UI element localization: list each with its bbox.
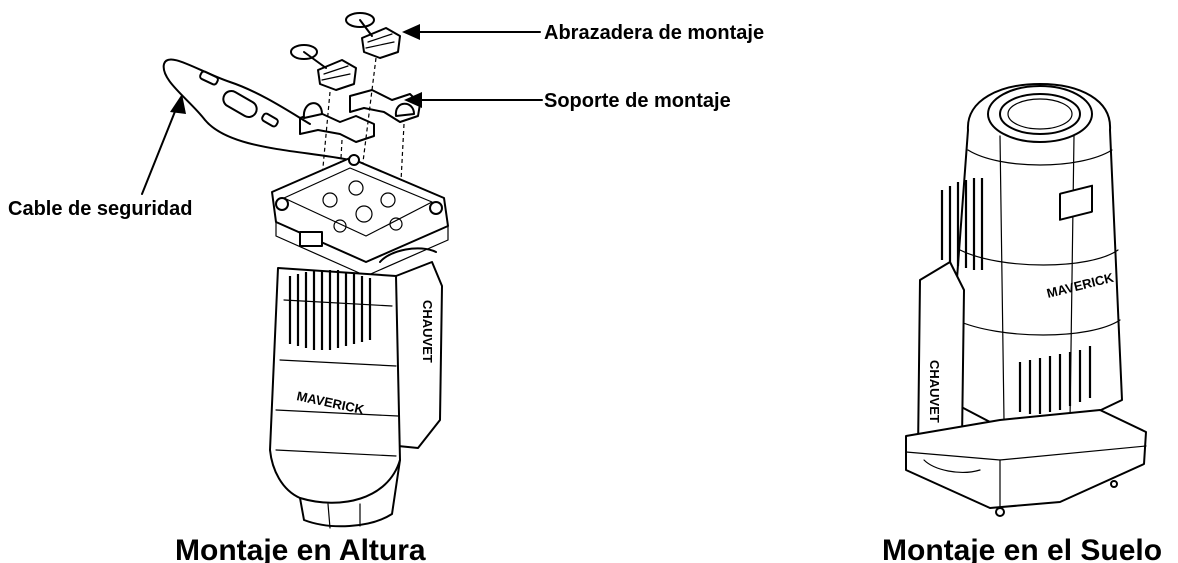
brand-label-maker-overhead: CHAUVET — [420, 300, 435, 363]
safety-cable — [162, 58, 351, 161]
cooling-fins-floor-left — [940, 178, 984, 270]
label-mounting-bracket: Soporte de montaje — [544, 90, 731, 112]
callout-safety-cable: Cable de seguridad — [8, 94, 193, 220]
caption-floor-mounting: Montaje en el Suelo — [882, 534, 1162, 563]
cooling-fins-floor-right — [1018, 346, 1092, 414]
overhead-fixture-illustration: CHAUVET MAVERICK — [8, 12, 764, 563]
callout-mounting-bracket: Soporte de montaje — [404, 90, 731, 112]
fixture-yoke-arm: CHAUVET — [393, 261, 443, 449]
brand-label-maker-floor: CHAUVET — [927, 360, 942, 423]
label-safety-cable: Cable de seguridad — [8, 198, 193, 220]
floor-fixture-illustration: MAVERICK CHAUVET Montaje en el Suelo — [882, 83, 1162, 563]
cooling-fins — [288, 270, 372, 350]
fixture-head-body: MAVERICK — [269, 267, 401, 529]
fixture-head-body-floor: MAVERICK — [940, 83, 1123, 423]
label-mounting-clamp: Abrazadera de montaje — [544, 22, 764, 44]
mounting-bracket-front — [299, 102, 375, 143]
mounting-clamp-upper — [345, 12, 401, 59]
fixture-base-plate — [271, 154, 449, 277]
mounting-bracket-rear — [349, 89, 421, 123]
mounting-clamp-lower — [290, 44, 357, 91]
callout-mounting-clamp: Abrazadera de montaje — [402, 22, 764, 44]
fixture-base-floor — [905, 184, 1147, 517]
caption-overhead-mounting: Montaje en Altura — [175, 534, 426, 563]
